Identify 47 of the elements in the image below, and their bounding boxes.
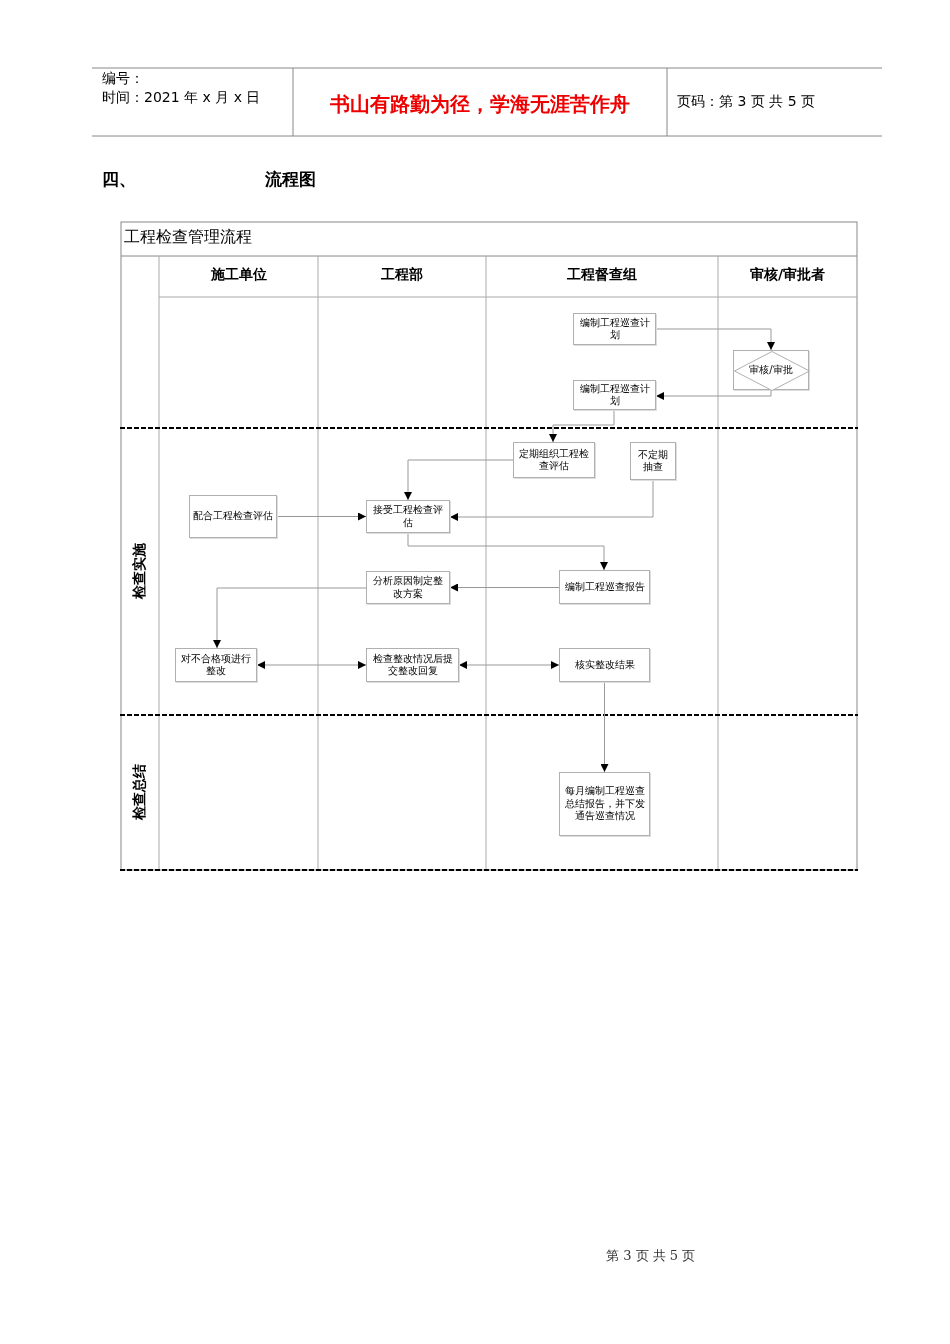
lane-header: 审核/审批者 bbox=[748, 266, 827, 284]
node-text: 编制工程巡查报告 bbox=[564, 580, 645, 594]
process-box bbox=[366, 500, 450, 533]
header-field: 编号： bbox=[102, 70, 144, 88]
arrow bbox=[458, 661, 560, 669]
arrow bbox=[276, 512, 367, 521]
arrow bbox=[600, 681, 609, 773]
diagram-title: 工程检查管理流程 bbox=[124, 227, 252, 248]
arrow bbox=[449, 479, 654, 521]
section-heading: 流程图 bbox=[265, 168, 316, 191]
lane-header: 工程部 bbox=[380, 266, 424, 284]
page-footer: 第 3 页 共 5 页 bbox=[606, 1247, 696, 1265]
node-text: 每月编制工程巡查总结报告，并下发通告巡查情况 bbox=[563, 785, 646, 823]
arrow bbox=[449, 583, 560, 592]
process-box bbox=[559, 648, 650, 682]
node-text: 检查整改情况后提交整改回复 bbox=[371, 652, 454, 678]
lane-header: 工程督查组 bbox=[566, 266, 638, 284]
node-text: 分析原因制定整改方案 bbox=[372, 575, 444, 600]
header-field: 时间：2021 年 x 月 x 日 bbox=[102, 89, 261, 107]
arrow bbox=[549, 409, 615, 443]
node-text: 审核/审批 bbox=[749, 363, 793, 377]
process-box bbox=[559, 772, 650, 836]
process-box bbox=[559, 570, 650, 604]
node-text: 不定期抽查 bbox=[637, 448, 669, 474]
process-box bbox=[366, 571, 450, 604]
node-text: 定期组织工程检查评估 bbox=[518, 447, 590, 473]
arrow bbox=[655, 328, 775, 351]
arrow bbox=[407, 532, 608, 571]
node-text: 核实整改结果 bbox=[574, 658, 635, 672]
arrow bbox=[256, 661, 367, 669]
page-number: 页码：第 3 页 共 5 页 bbox=[677, 93, 816, 111]
section-number: 四、 bbox=[102, 168, 136, 191]
node-text: 编制工程巡查计划 bbox=[578, 382, 651, 408]
lane-header: 施工单位 bbox=[209, 266, 268, 284]
phase-label: 检查实施 bbox=[131, 543, 148, 599]
phase-label: 检查总结 bbox=[131, 764, 148, 820]
arrow bbox=[213, 587, 367, 649]
arrow bbox=[655, 389, 772, 400]
node-text: 编制工程巡查计划 bbox=[578, 316, 651, 342]
decision-diamond bbox=[733, 350, 809, 390]
process-box bbox=[630, 442, 676, 480]
slogan: 书山有路勤为径，学海无涯苦作舟 bbox=[329, 91, 631, 118]
node-text: 接受工程检查评估 bbox=[372, 504, 444, 529]
node-text: 配合工程检查评估 bbox=[193, 510, 273, 523]
arrow bbox=[404, 459, 514, 501]
process-box bbox=[189, 495, 277, 538]
node-text: 对不合格项进行整改 bbox=[180, 652, 252, 678]
